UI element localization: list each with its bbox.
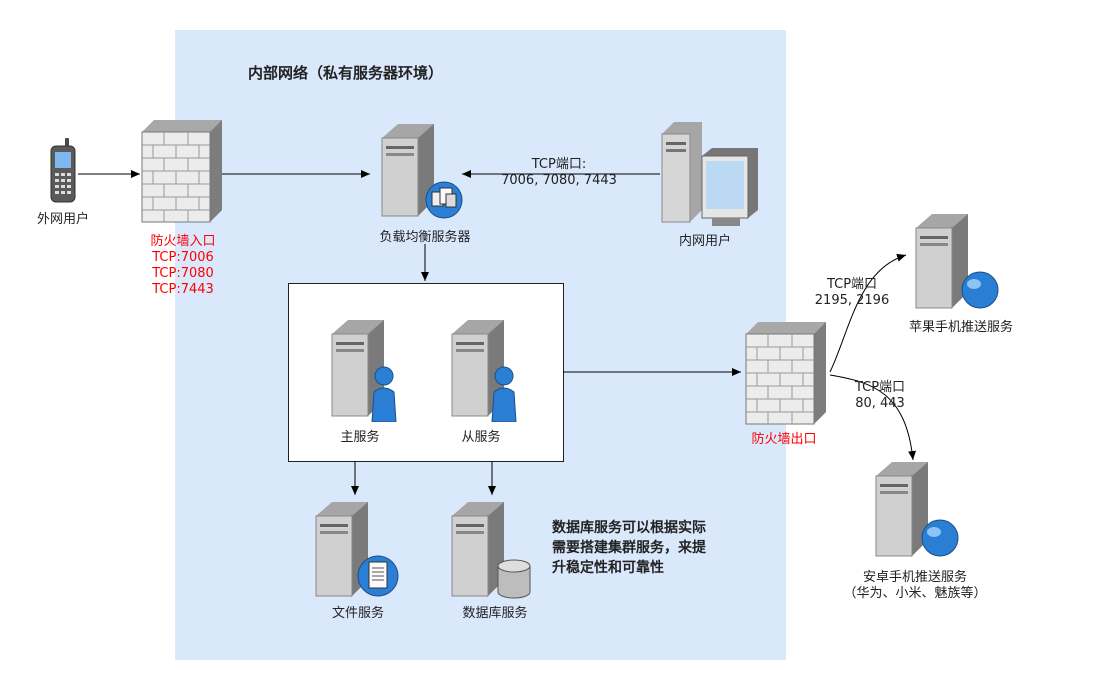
db-cluster-note: 数据库服务可以根据实际 需要搭建集群服务，来提 升稳定性和可靠性: [552, 520, 706, 576]
db-service-label: 数据库服务: [462, 606, 528, 621]
internal-user-label: 内网用户: [678, 234, 731, 249]
apple-push-server-icon: [915, 214, 999, 309]
file-server-icon: [315, 502, 399, 597]
master-server-icon: [331, 320, 397, 422]
external-user-label: 外网用户: [36, 212, 89, 227]
load-balancer-server-icon: [381, 124, 463, 219]
android-push-label: 安卓手机推送服务 （华为、小米、魅族等）: [843, 570, 987, 601]
file-service-label: 文件服务: [331, 606, 384, 621]
desktop-computer-icon: [661, 122, 758, 226]
apple-push-label: 苹果手机推送服务: [908, 320, 1013, 335]
edge-firewall-apple: [829, 253, 907, 373]
master-label: 主服务: [340, 430, 380, 445]
android-push-server-icon: [875, 462, 959, 557]
database-server-icon: [451, 502, 531, 599]
edge-firewall-android: [829, 374, 917, 461]
apple-ports-label: TCP端口 2195, 2196: [814, 277, 890, 308]
android-ports-label: TCP端口 80, 443: [854, 380, 906, 411]
slave-label: 从服务: [461, 430, 501, 445]
mobile-phone-icon: [50, 138, 76, 203]
zone-title: 内部网络（私有服务器环境）: [248, 64, 444, 82]
firewall-out-label: 防火墙出口: [751, 432, 817, 447]
load-balancer-label: 负载均衡服务器: [379, 230, 471, 245]
slave-server-icon: [451, 320, 517, 422]
firewall-brick-icon: [141, 120, 222, 223]
firewall-in-label: 防火墙入口 TCP:7006 TCP:7080 TCP:7443: [150, 234, 216, 297]
firewall-out-brick-icon: [745, 322, 826, 425]
internal-ports-label: TCP端口: 7006, 7080, 7443: [501, 157, 617, 188]
